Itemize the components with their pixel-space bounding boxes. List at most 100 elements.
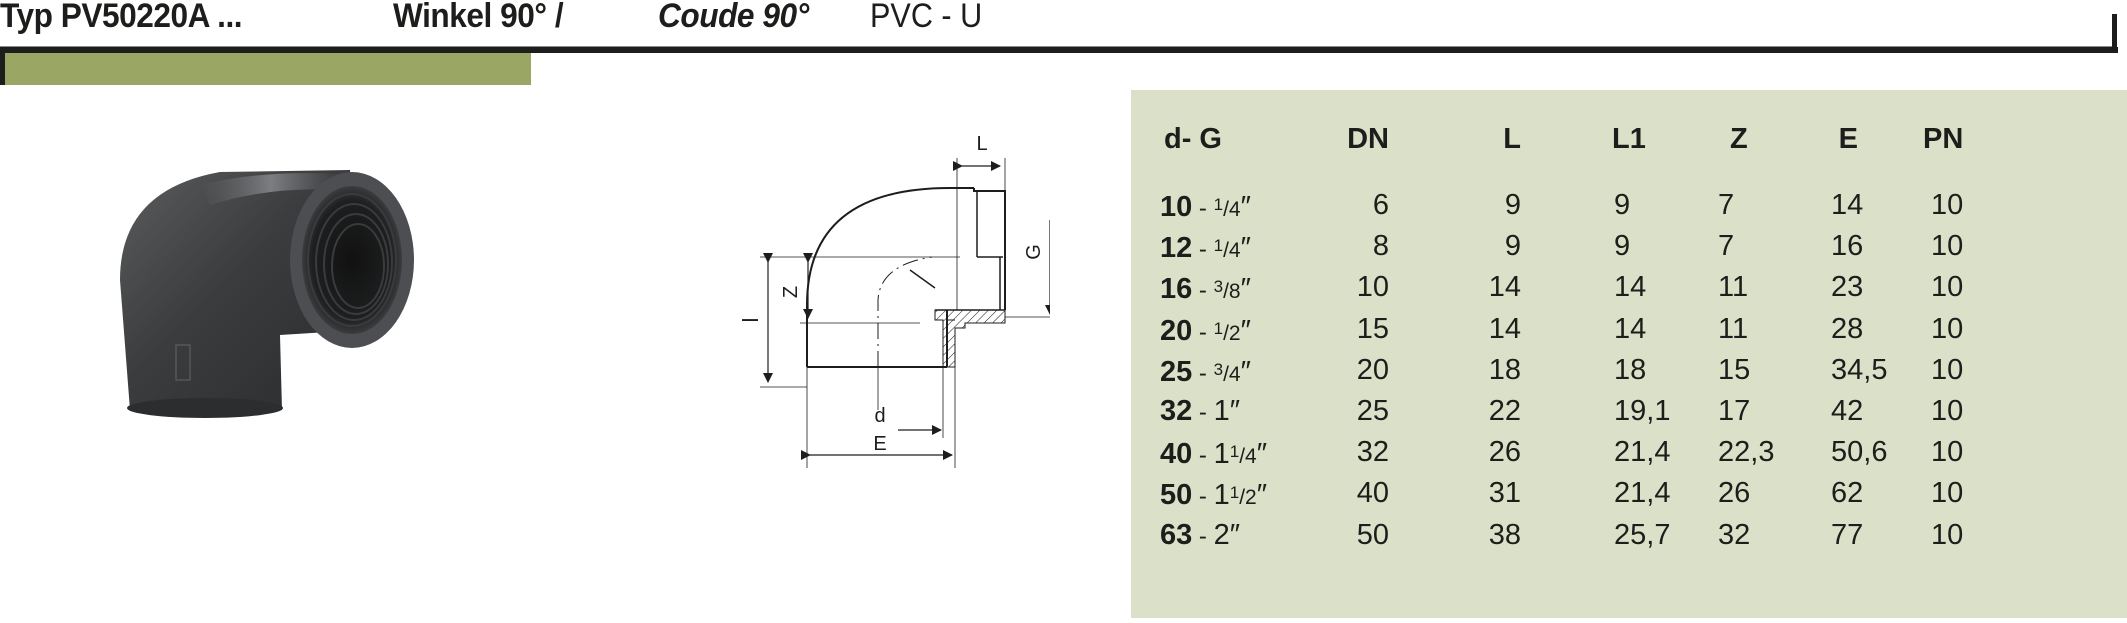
label-d: d [874,405,885,427]
cell-dn: 32 [1356,436,1389,469]
header-rule-right-tick [2112,14,2117,53]
cell-g-value: 1/2″ [1213,314,1251,347]
cell-e: 77 [1831,518,1864,551]
cell-e: 14 [1831,189,1864,221]
label-l: l [738,318,763,323]
cell-pn: 10 [1931,436,1964,469]
cell-d-g: 32 - 1″ [1160,394,1240,430]
label-E: E [873,433,886,455]
cell-pn: 10 [1931,477,1964,510]
cell-d-g: 20 - 1/2″ [1160,312,1251,351]
cell-dn: 6 [1372,189,1389,221]
cell-dn: 8 [1372,230,1389,263]
cell-separator: - [1192,236,1214,264]
cell-l1: 9 [1614,230,1631,263]
cell-separator: - [1192,522,1214,550]
cell-z: 15 [1718,353,1751,386]
cell-dn: 50 [1356,518,1389,551]
col-header-z: Z [1730,123,1748,155]
cell-l: 22 [1488,395,1521,427]
cell-l1: 25,7 [1614,518,1671,551]
cell-d-value: 63 [1160,518,1193,551]
header-rule [0,47,2118,53]
cell-l: 9 [1504,189,1521,221]
label-Z: Z [780,286,802,298]
col-header-pn: PN [1923,123,1964,155]
cell-g-value: 3/4″ [1213,355,1251,388]
cell-e: 28 [1831,312,1864,345]
cell-d-g: 10 - 1/4″ [1160,188,1251,227]
cell-l1: 14 [1614,312,1647,345]
title-german: Winkel 90° / [393,0,564,35]
product-type-code: Typ PV50220A ... [0,0,243,35]
cell-separator: - [1192,195,1214,222]
cell-g-value: 11/2″ [1213,479,1267,512]
cell-separator: - [1192,359,1214,387]
cell-z: 7 [1718,230,1735,263]
cell-d-value: 32 [1160,395,1193,427]
cell-d-value: 50 [1160,479,1193,512]
cell-l: 14 [1488,312,1521,345]
elbow-fitting-image [120,170,414,418]
cell-g-value: 1/4″ [1213,191,1251,223]
elbow-section-drawing: L G Z l d E [738,133,1065,468]
cell-d-value: 16 [1160,273,1193,306]
col-header-dn: DN [1347,123,1389,155]
cell-pn: 10 [1931,312,1964,345]
cell-l1: 9 [1614,189,1631,221]
cell-l: 38 [1488,518,1521,551]
cell-dn: 40 [1356,477,1389,510]
header-rule-left-tick [0,50,5,85]
cell-d-g: 63 - 2″ [1160,518,1240,554]
label-L: L [976,133,987,155]
cell-l: 31 [1488,477,1521,510]
cell-z: 11 [1718,271,1749,304]
cell-dn: 10 [1356,271,1389,304]
cell-l1: 21,4 [1614,436,1671,469]
cell-pn: 10 [1931,353,1964,386]
cell-l: 9 [1504,230,1521,263]
dimension-diagram: L G Z l d E [720,120,1065,470]
col-header-l: L [1503,123,1521,155]
cell-e: 34,5 [1831,353,1888,386]
cell-g-value: 1/4″ [1213,232,1251,265]
cell-separator: - [1192,483,1214,511]
label-G: G [1023,244,1045,260]
cell-pn: 10 [1931,189,1964,221]
cell-separator: - [1192,318,1214,346]
header-rule-shadow [0,46,2112,47]
cell-d-g: 25 - 3/4″ [1160,353,1251,392]
cell-separator: - [1192,399,1214,426]
cell-z: 17 [1718,395,1751,427]
cell-separator: - [1192,442,1214,470]
cell-d-g: 16 - 3/8″ [1160,270,1251,309]
cell-d-value: 40 [1160,438,1193,471]
cell-d-value: 25 [1160,355,1193,388]
cell-z: 7 [1718,189,1735,221]
cell-g-value: 3/8″ [1213,273,1251,306]
cell-z: 32 [1718,518,1751,551]
cell-g-value: 2″ [1213,518,1241,551]
cell-z: 22,3 [1718,436,1775,469]
cell-e: 16 [1831,230,1864,263]
cell-l: 14 [1488,271,1521,304]
cell-dn: 20 [1356,353,1389,386]
cell-e: 50,6 [1831,436,1888,469]
cell-l1: 21,4 [1614,477,1671,510]
cell-g-value: 1″ [1213,395,1241,427]
col-header-e: E [1838,123,1858,155]
cell-d-value: 20 [1160,314,1193,347]
product-photo [110,160,420,420]
cell-d-g: 50 - 11/2″ [1160,476,1267,515]
cell-l1: 18 [1614,353,1647,386]
cell-l: 18 [1488,353,1521,386]
cell-pn: 10 [1931,395,1964,427]
cell-e: 23 [1831,271,1864,304]
cell-pn: 10 [1931,271,1964,304]
cell-separator: - [1192,277,1214,305]
cell-d-value: 12 [1160,232,1193,265]
cell-pn: 10 [1931,230,1964,263]
cell-dn: 15 [1356,312,1389,345]
material-label: PVC - U [870,0,983,35]
